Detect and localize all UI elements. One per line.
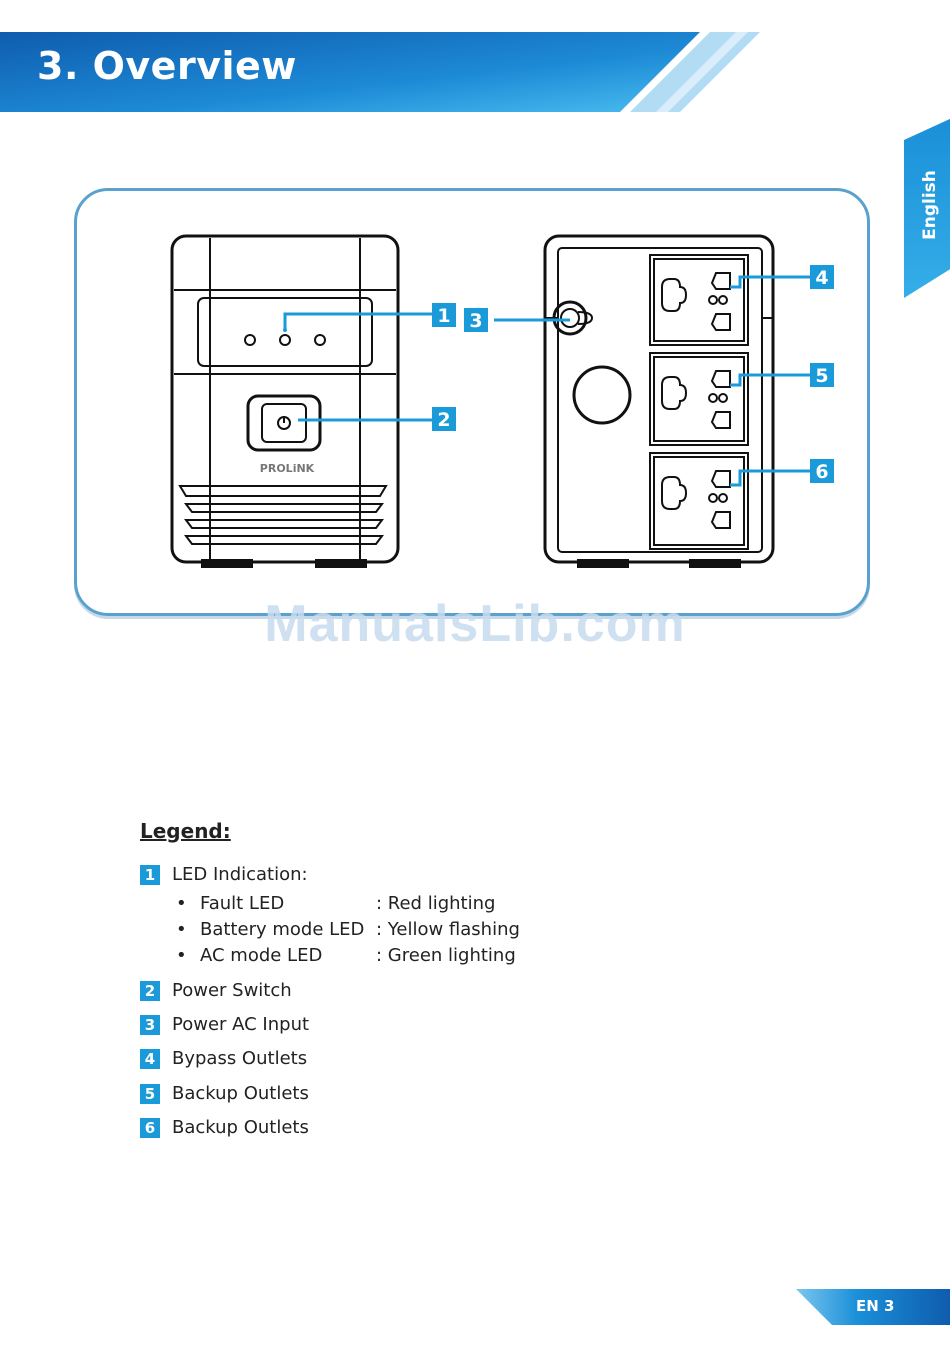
- ups-front-view: [172, 236, 398, 567]
- led-name: Battery mode LED: [200, 919, 376, 940]
- legend-label: Backup Outlets: [172, 1083, 309, 1104]
- legend-badge: 3: [140, 1015, 160, 1035]
- led-fault-row: • Fault LED : Red lighting: [176, 893, 495, 914]
- callout-6: 6: [810, 459, 834, 483]
- legend-item-ac-input: 3 Power AC Input: [140, 1014, 309, 1035]
- svg-text:1: 1: [437, 305, 450, 327]
- legend-item-backup-outlets-6: 6 Backup Outlets: [140, 1117, 309, 1138]
- svg-text:4: 4: [815, 267, 828, 289]
- legend-label: Backup Outlets: [172, 1117, 309, 1138]
- legend-label: Power Switch: [172, 980, 292, 1001]
- led-name: AC mode LED: [200, 945, 376, 966]
- callout-2: 2: [432, 407, 456, 431]
- led-value: : Red lighting: [376, 893, 495, 914]
- watermark: ManualsLib.com: [0, 594, 950, 654]
- page-number: EN 3: [856, 1297, 894, 1315]
- callout-1: 1: [432, 303, 456, 327]
- led-value: : Yellow flashing: [376, 919, 520, 940]
- ups-illustration: PROLiNK: [0, 0, 950, 640]
- legend-item-power-switch: 2 Power Switch: [140, 980, 292, 1001]
- legend-title: Legend:: [140, 819, 231, 843]
- led-value: : Green lighting: [376, 945, 516, 966]
- callout-3: 3: [464, 308, 488, 332]
- callout-4: 4: [810, 265, 834, 289]
- svg-text:3: 3: [469, 310, 482, 332]
- svg-text:6: 6: [815, 461, 828, 483]
- legend-badge: 6: [140, 1118, 160, 1138]
- legend-item-bypass-outlets: 4 Bypass Outlets: [140, 1048, 307, 1069]
- svg-text:2: 2: [437, 409, 450, 431]
- legend-label: Power AC Input: [172, 1014, 309, 1035]
- legend-label: Bypass Outlets: [172, 1048, 307, 1069]
- led-name: Fault LED: [200, 893, 376, 914]
- legend-item-led: 1 LED Indication:: [140, 864, 308, 885]
- brand-logo: PROLiNK: [260, 462, 315, 475]
- legend-item-backup-outlets-5: 5 Backup Outlets: [140, 1083, 309, 1104]
- legend-badge: 1: [140, 865, 160, 885]
- callout-5: 5: [810, 363, 834, 387]
- legend-badge: 4: [140, 1049, 160, 1069]
- legend-badge: 5: [140, 1084, 160, 1104]
- led-ac-row: • AC mode LED : Green lighting: [176, 945, 516, 966]
- legend-badge: 2: [140, 981, 160, 1001]
- legend-label: LED Indication:: [172, 864, 308, 885]
- led-battery-row: • Battery mode LED : Yellow flashing: [176, 919, 520, 940]
- svg-text:5: 5: [815, 365, 828, 387]
